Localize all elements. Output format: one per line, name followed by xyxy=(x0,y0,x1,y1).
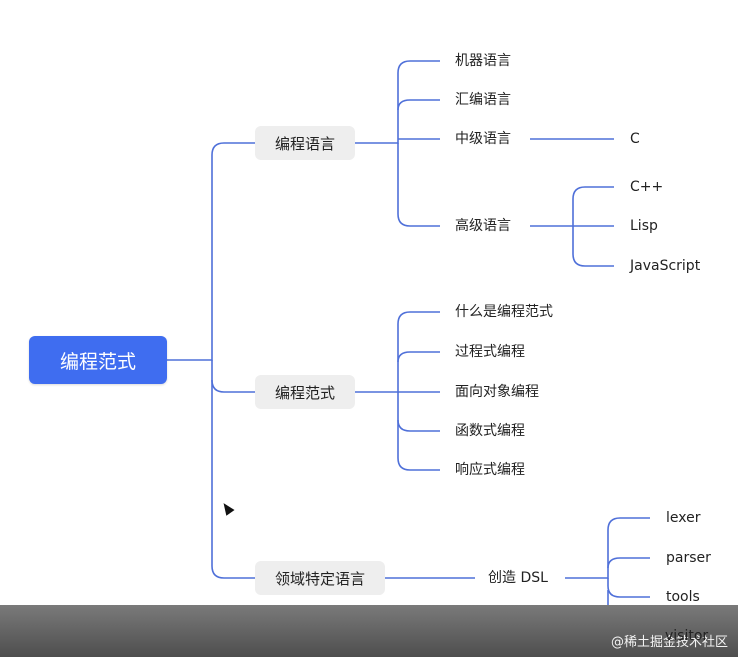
edge-lang-highlevel xyxy=(397,143,440,227)
edge-highlevel-cpp xyxy=(530,186,614,227)
leaf-assembly-language[interactable]: 汇编语言 xyxy=(455,92,511,108)
leaf-what-is-paradigm[interactable]: 什么是编程范式 xyxy=(455,304,553,320)
edge-create-lexer xyxy=(565,517,650,579)
edge-lang-machine xyxy=(355,60,440,144)
leaf-functional[interactable]: 函数式编程 xyxy=(455,423,525,439)
leaf-cpp[interactable]: C++ xyxy=(630,179,664,195)
root-node[interactable]: 编程范式 xyxy=(29,336,167,384)
leaf-create-dsl[interactable]: 创造 DSL xyxy=(488,570,548,586)
leaf-lisp[interactable]: Lisp xyxy=(630,218,658,234)
edge-paradigm-procedural xyxy=(397,351,440,363)
leaf-reactive[interactable]: 响应式编程 xyxy=(455,462,525,478)
video-bottom-overlay: @稀土掘金技术社区 xyxy=(0,605,738,657)
leaf-c[interactable]: C xyxy=(630,131,640,147)
edge-highlevel-js xyxy=(572,226,614,267)
branch-programming-languages[interactable]: 编程语言 xyxy=(255,126,355,160)
edge-paradigm-reactive xyxy=(397,420,440,471)
edge-paradigm-functional xyxy=(397,392,440,432)
leaf-machine-language[interactable]: 机器语言 xyxy=(455,53,511,69)
edge-lang-assembly xyxy=(397,99,440,111)
leaf-procedural[interactable]: 过程式编程 xyxy=(455,344,525,360)
leaf-tools[interactable]: tools xyxy=(666,589,700,605)
edge-root-paradigm xyxy=(211,360,255,393)
leaf-lexer[interactable]: lexer xyxy=(666,510,701,526)
leaf-high-level-language[interactable]: 高级语言 xyxy=(455,218,511,234)
edge-create-tools xyxy=(607,578,650,598)
edge-root-dsl xyxy=(211,380,255,579)
leaf-object-oriented[interactable]: 面向对象编程 xyxy=(455,384,539,400)
leaf-javascript[interactable]: JavaScript xyxy=(630,258,701,274)
credit-watermark: @稀土掘金技术社区 xyxy=(610,635,728,650)
branch-programming-paradigms[interactable]: 编程范式 xyxy=(255,375,355,409)
leaf-mid-level-language[interactable]: 中级语言 xyxy=(455,131,511,147)
branch-domain-specific-languages[interactable]: 领域特定语言 xyxy=(255,561,385,595)
edge-create-parser xyxy=(607,557,650,569)
leaf-visitor[interactable]: visitor xyxy=(665,628,709,644)
leaf-parser[interactable]: parser xyxy=(666,550,711,566)
edge-paradigm-what xyxy=(355,311,440,393)
edge-root-lang xyxy=(167,142,255,361)
